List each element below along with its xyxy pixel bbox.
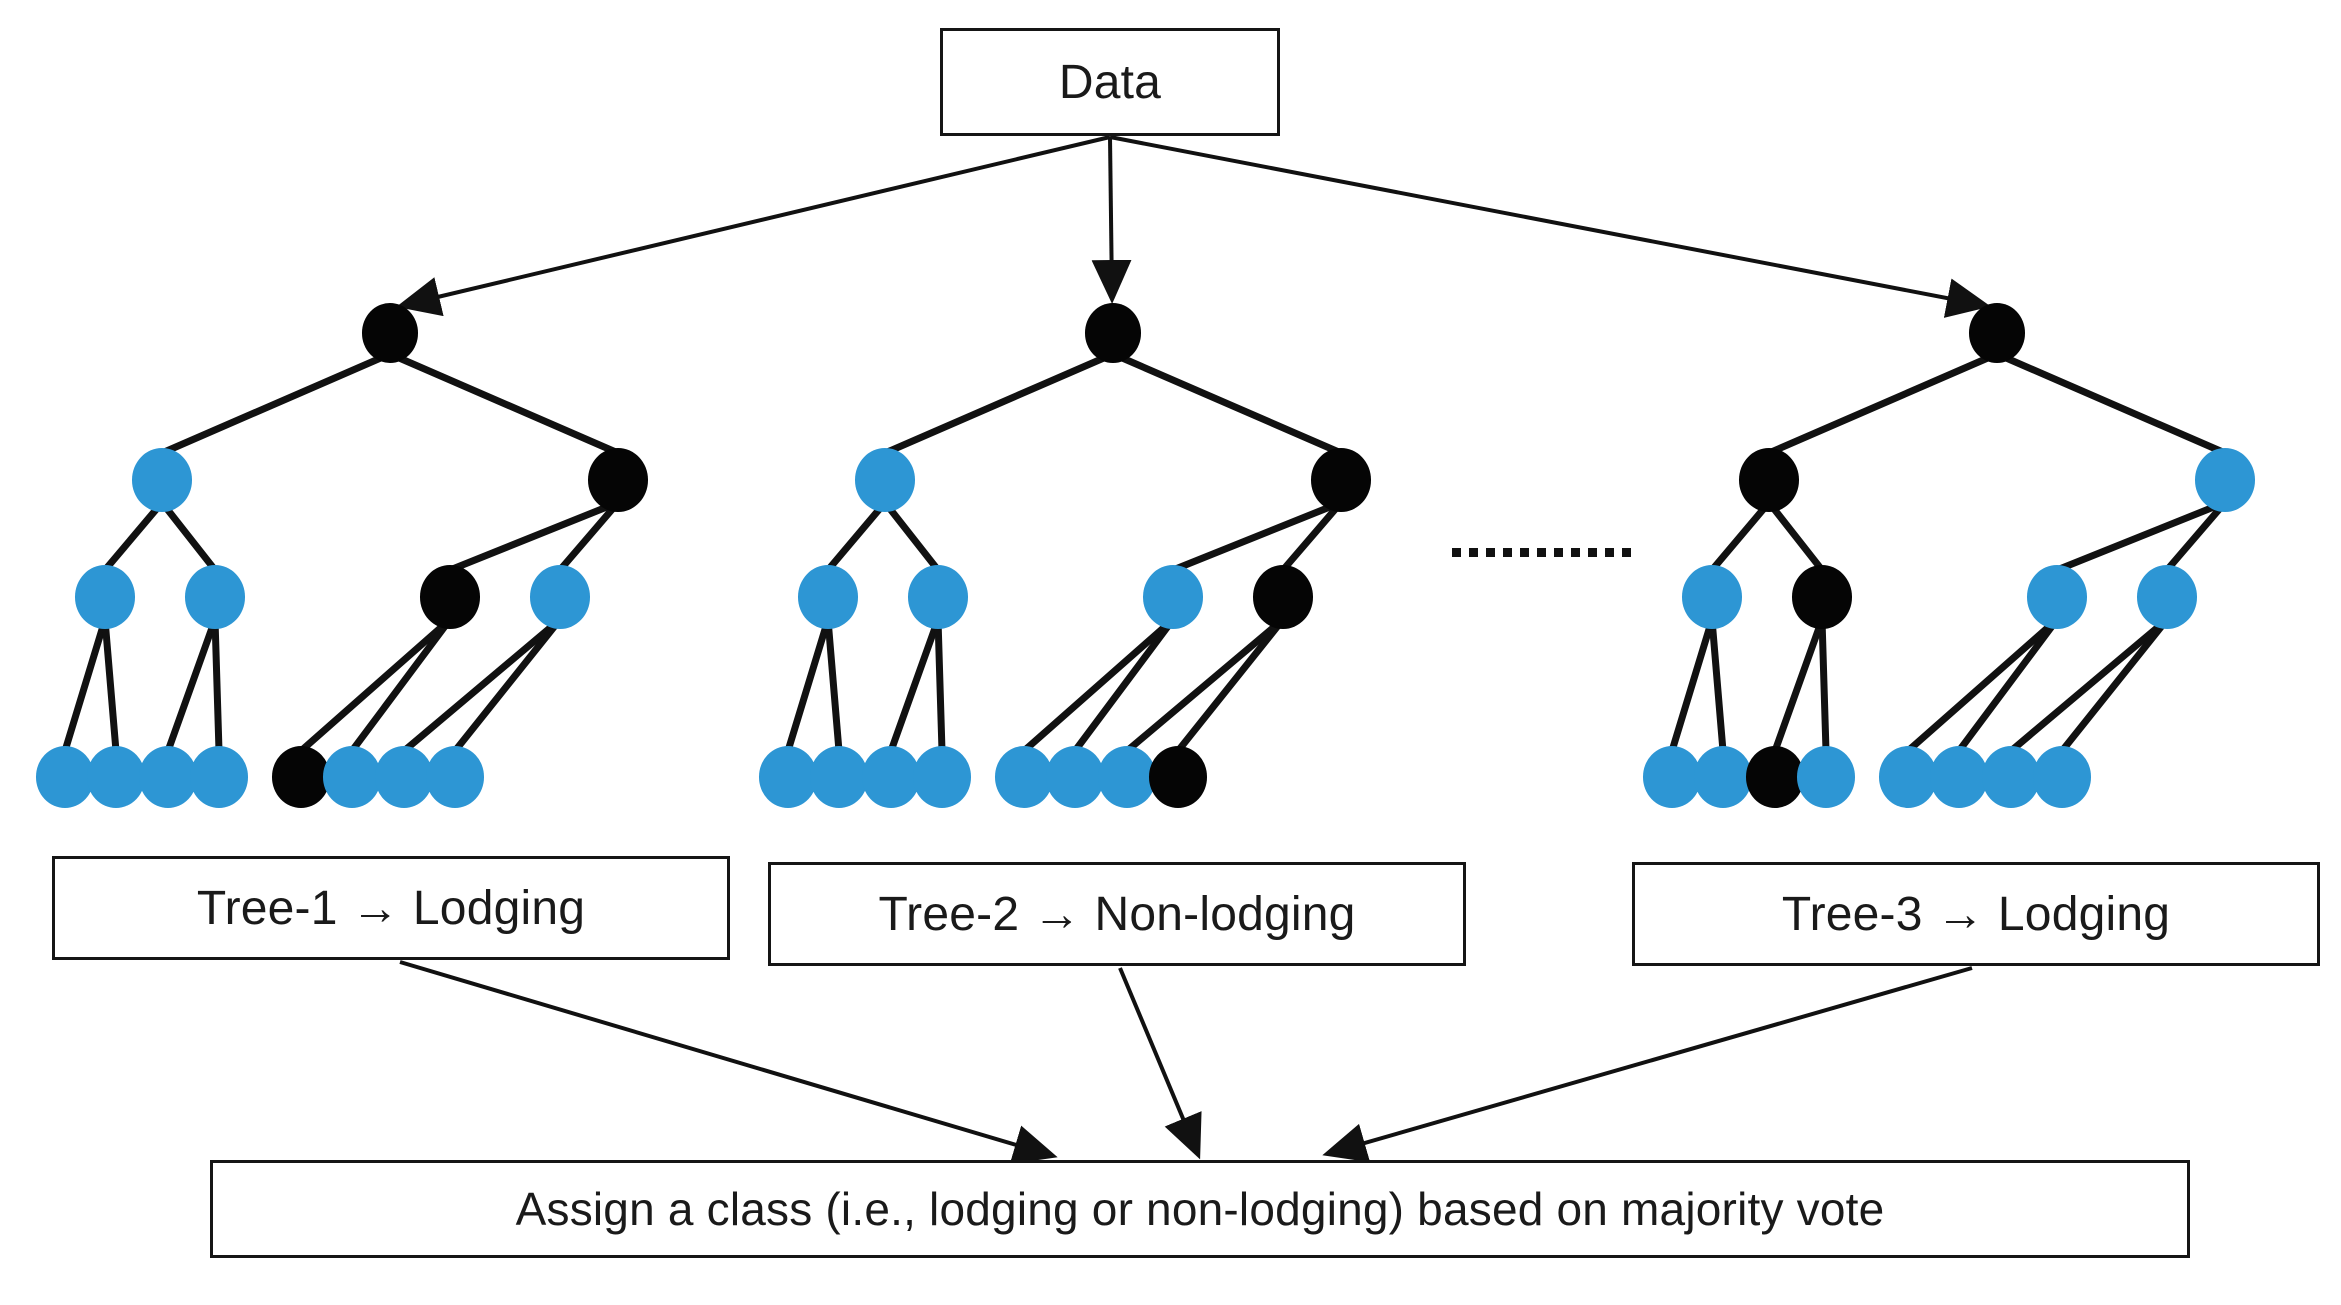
tree-3-verdict-box: Tree-3 → Lodging <box>1632 862 2320 966</box>
tree-to-verdict-arrows <box>399 960 1973 1164</box>
tree-1-node-d0-0 <box>362 303 418 363</box>
ellipsis-dot <box>1554 548 1563 557</box>
tree-3-node-d2-2 <box>2027 565 2087 629</box>
tree-3-node-d1-0 <box>1739 448 1799 512</box>
majority-vote-box: Assign a class (i.e., lodging or non-lod… <box>210 1160 2190 1258</box>
tree-3-node-d3-7 <box>2033 746 2091 808</box>
tree-3-node-d2-1 <box>1792 565 1852 629</box>
ellipsis-dot <box>1520 548 1529 557</box>
ellipsis-dot <box>1486 548 1495 557</box>
tree-2-node-d3-7 <box>1149 746 1207 808</box>
tree-1-node-d1-1 <box>588 448 648 512</box>
ellipsis-dot <box>1571 548 1580 557</box>
tree-1-node-d1-0 <box>132 448 192 512</box>
tree-2-node-d3-1 <box>810 746 868 808</box>
ellipsis-dot <box>1622 548 1631 557</box>
tree-1-node-d2-1 <box>185 565 245 629</box>
data-to-tree-arrows <box>396 135 1991 318</box>
tree-2-node-d3-5 <box>1046 746 1104 808</box>
tree-2-node-d0-0 <box>1085 303 1141 363</box>
tree-2-node-d2-2 <box>1143 565 1203 629</box>
tree-3-node-d0-0 <box>1969 303 2025 363</box>
tree-1-node-d3-5 <box>323 746 381 808</box>
tree-1-node-d3-2 <box>139 746 197 808</box>
tree-2-node-d3-2 <box>862 746 920 808</box>
tree-2-node-d2-1 <box>908 565 968 629</box>
tree-3-node-d2-0 <box>1682 565 1742 629</box>
tree-3-node-d1-1 <box>2195 448 2255 512</box>
ellipsis-dot <box>1452 548 1461 557</box>
tree-2-node-d1-0 <box>855 448 915 512</box>
tree-2-node-d1-1 <box>1311 448 1371 512</box>
ellipsis-dot <box>1588 548 1597 557</box>
majority-vote-label: Assign a class (i.e., lodging or non-lod… <box>515 1183 1885 1235</box>
ellipsis-dot <box>1503 548 1512 557</box>
tree-2-node-d3-4 <box>995 746 1053 808</box>
tree-3-node-d3-1 <box>1694 746 1752 808</box>
tree-1-node-d3-6 <box>375 746 433 808</box>
ellipsis-dot <box>1469 548 1478 557</box>
tree-2-verdict-box: Tree-2 → Non-lodging <box>768 862 1466 966</box>
tree-3-verdict-label: Tree-3 → Lodging <box>1781 887 2171 941</box>
tree-3-node-d3-6 <box>1982 746 2040 808</box>
data-box-label: Data <box>1058 55 1162 109</box>
tree-2-node-d3-3 <box>913 746 971 808</box>
ellipsis-separator <box>1452 548 1631 557</box>
tree-2-node-d2-0 <box>798 565 858 629</box>
tree-3-node-d2-3 <box>2137 565 2197 629</box>
tree-1-verdict-box: Tree-1 → Lodging <box>52 856 730 960</box>
tree-1-node-d3-3 <box>190 746 248 808</box>
tree-2-node-d3-0 <box>759 746 817 808</box>
data-box: Data <box>940 28 1280 136</box>
tree-1-node-d3-1 <box>87 746 145 808</box>
tree-2-node-d3-6 <box>1098 746 1156 808</box>
tree-1-node-d3-4 <box>272 746 330 808</box>
tree-3-node-d3-4 <box>1879 746 1937 808</box>
tree-1-node-d3-0 <box>36 746 94 808</box>
tree-1-node-d2-2 <box>420 565 480 629</box>
ellipsis-dot <box>1605 548 1614 557</box>
tree-1-node-d3-7 <box>426 746 484 808</box>
ellipsis-dot <box>1537 548 1546 557</box>
tree-branch-lines <box>61 350 2229 755</box>
tree-1-node-d2-0 <box>75 565 135 629</box>
tree-2-verdict-label: Tree-2 → Non-lodging <box>878 887 1356 941</box>
tree-2-node-d2-3 <box>1253 565 1313 629</box>
tree-3-node-d3-3 <box>1797 746 1855 808</box>
tree-1-verdict-label: Tree-1 → Lodging <box>196 881 586 935</box>
tree-1-node-d2-3 <box>530 565 590 629</box>
tree-3-node-d3-0 <box>1643 746 1701 808</box>
tree-3-node-d3-2 <box>1746 746 1804 808</box>
tree-3-node-d3-5 <box>1930 746 1988 808</box>
